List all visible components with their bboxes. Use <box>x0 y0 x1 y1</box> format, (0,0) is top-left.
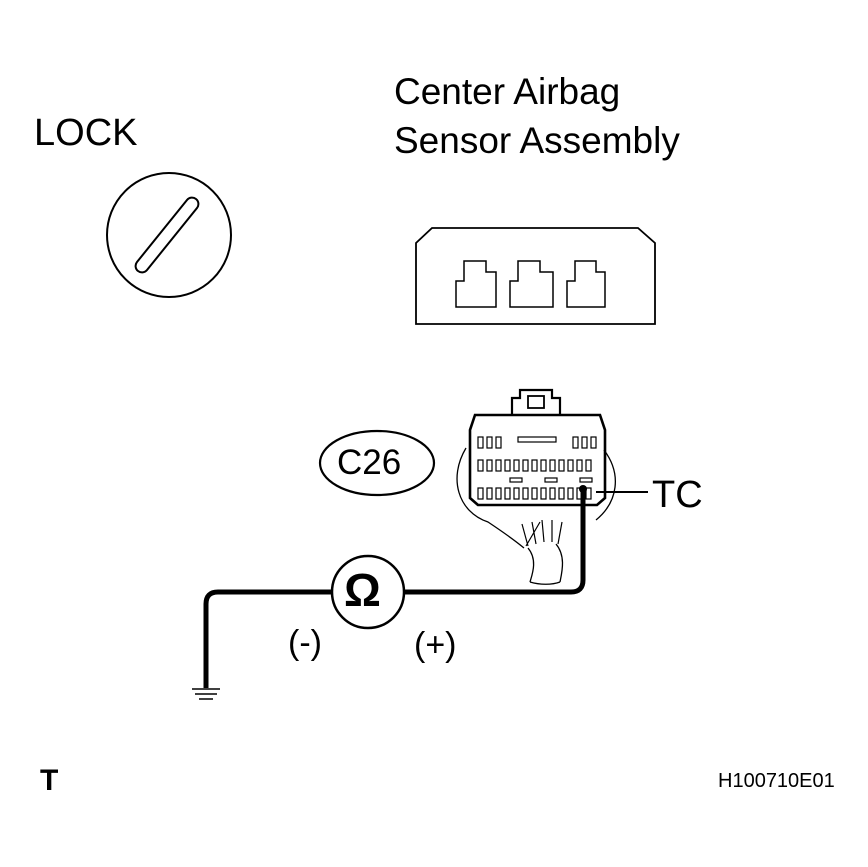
component-title-line1: Center Airbag <box>394 71 621 112</box>
lock-label: LOCK <box>34 112 138 154</box>
harness-connector-c26 <box>456 388 648 585</box>
measurement-wires <box>203 485 587 688</box>
negative-probe-label: (-) <box>288 624 322 662</box>
figure-code: H100710E01 <box>718 770 835 792</box>
sensor-assembly-housing <box>415 227 656 325</box>
ohmmeter-icon <box>330 554 406 630</box>
ground-symbol-icon <box>192 688 220 700</box>
positive-probe-label: (+) <box>414 626 457 664</box>
connector-code-badge <box>318 429 436 497</box>
connector-code: C26 <box>337 443 402 482</box>
ohmmeter-symbol: Ω <box>344 564 381 616</box>
component-title-line2: Sensor Assembly <box>394 120 680 161</box>
ignition-key-lock-icon <box>106 172 232 298</box>
corner-mark: T <box>40 764 59 797</box>
terminal-label-tc: TC <box>652 474 703 516</box>
